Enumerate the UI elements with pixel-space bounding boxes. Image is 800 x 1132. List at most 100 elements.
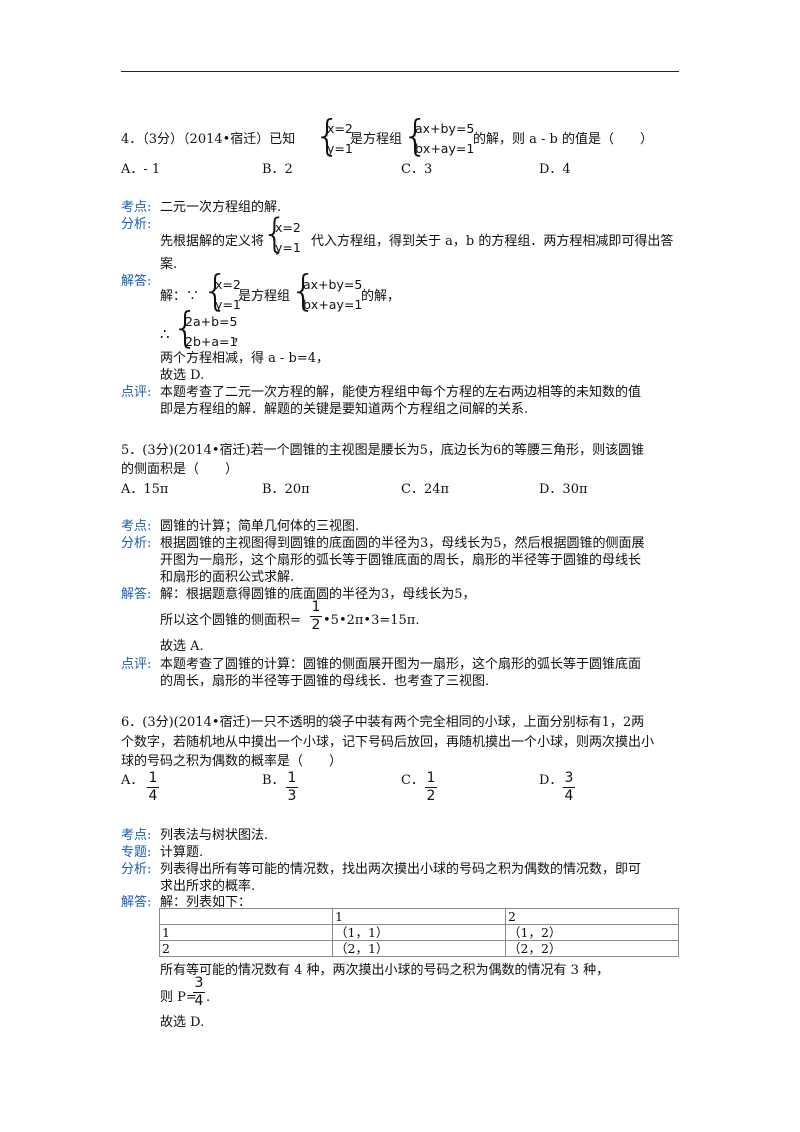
table-cell: （1，1） — [332, 924, 506, 941]
q4-sol-y: y=1 — [327, 141, 353, 156]
q6-option-b-fraction: 1 3 — [286, 771, 298, 804]
q4-option-a: A．- 1 — [121, 162, 161, 177]
q4-jieda-sol-y: y=1 — [215, 297, 241, 312]
q4-option-c: C．3 — [401, 162, 433, 177]
q5-choice: 故选 A. — [160, 639, 204, 654]
q4-jieda-end: 的解， — [361, 289, 401, 304]
q4-fenxi-brace: { — [262, 211, 288, 257]
q6-option-c-num: 1 — [426, 770, 436, 786]
q4-fenxi-sol-x: x=2 — [275, 220, 301, 235]
q5-fenxi-3: 和扇形的面积公式求解. — [160, 570, 295, 585]
table-cell: （1，2） — [505, 924, 679, 941]
q4-fenxi-sol-y: y=1 — [275, 240, 301, 255]
q4-stem-mid: 是方程组 — [350, 132, 403, 147]
q5-jieda-label: 解答: — [121, 587, 152, 602]
q4-fenxi-cont: 案. — [160, 257, 178, 272]
q6-p-start: 则 P= — [160, 990, 197, 1005]
table-cell — [159, 908, 333, 925]
q4-jieda-label: 解答: — [121, 274, 152, 289]
q6-option-a-letter: A． — [121, 773, 144, 788]
q5-dianping-2: 的周长，扇形的半径等于圆锥的母线长．也考查了三视图. — [160, 674, 490, 689]
q4-stem-end: 的解，则 a - b 的值是（ ） — [473, 132, 653, 147]
q4-jieda-eq-1: ax+by=5 — [303, 277, 363, 292]
q4-eq-1: ax+by=5 — [415, 121, 475, 136]
q6-option-c-fraction: 1 2 — [425, 771, 437, 804]
q6-fenxi-label: 分析: — [121, 862, 152, 877]
q6-option-a-num: 1 — [148, 770, 158, 786]
q4-option-b: B．2 — [262, 162, 293, 177]
q4-therefore: ∴ — [160, 325, 170, 343]
q6-p-fraction: 3 4 — [193, 976, 205, 1009]
q5-dianping-1: 本题考查了圆锥的计算：圆锥的侧面展开图为一扇形，这个扇形的弧长等于圆锥底面 — [160, 657, 642, 672]
q6-stem-2: 个数字，若随机地从中摸出一个小球，记下号码后放回，再随机摸出一个小球，则两次摸出… — [121, 735, 655, 750]
q6-option-d-num: 3 — [564, 770, 574, 786]
q6-fenxi-2: 求出所求的概率. — [160, 879, 256, 894]
q6-kaodian-label: 考点: — [121, 828, 152, 843]
q6-option-a-fraction: 1 4 — [147, 771, 159, 804]
q4-jieda-sol-brace: { — [202, 266, 229, 315]
header-rule — [121, 71, 679, 72]
q4-jieda-sol: x=2 y=1 — [215, 275, 241, 315]
q5-stem-2: 的侧面积是（ ） — [121, 462, 239, 477]
q5-option-a: A．15π — [121, 482, 169, 497]
q4-eq-brace: { — [402, 111, 429, 160]
q4-fenxi-start: 先根据解的定义将 — [160, 234, 265, 249]
q6-stem-1: 6．(3分)(2014•宿迁)一只不透明的袋子中装有两个完全相同的小球，上面分别… — [121, 715, 645, 730]
table-cell: 2 — [505, 908, 679, 925]
q4-derived-2: 2b+a=1 — [185, 334, 238, 349]
q5-option-c: C．24π — [401, 482, 450, 497]
q4-solution-system: x=2 y=1 — [327, 119, 353, 159]
q4-sol-x: x=2 — [327, 121, 353, 136]
q4-dianping-1: 本题考查了二元一次方程的解，能使方程组中每个方程的左右两边相等的未知数的值 — [160, 385, 642, 400]
q6-fenxi-1: 列表得出所有等可能的情况数，找出两次摸出小球的号码之积为偶数的情况数，即可 — [160, 862, 642, 877]
q6-choice: 故选 D. — [160, 1015, 205, 1030]
q5-kaodian-label: 考点: — [121, 519, 152, 534]
q4-jieda-eq-brace: { — [290, 266, 317, 315]
q5-kaodian: 圆锥的计算；简单几何体的三视图. — [160, 519, 360, 534]
q4-step1: 两个方程相减，得 a - b=4， — [160, 351, 330, 366]
q5-option-b: B．20π — [262, 482, 310, 497]
q6-zhuanti-label: 专题: — [121, 845, 152, 860]
q5-fenxi-1: 根据圆锥的主视图得到圆锥的底面圆的半径为3，母线长为5，然后根据圆锥的侧面展 — [160, 536, 645, 551]
q4-eq-2: bx+ay=1 — [415, 141, 475, 156]
q6-option-d-letter: D． — [539, 773, 563, 788]
table-cell: 1 — [332, 908, 506, 925]
q4-equation-system: ax+by=5 bx+ay=1 — [415, 119, 474, 159]
q4-kaodian: 二元一次方程组的解. — [160, 200, 282, 215]
q4-fenxi-sol: x=2 y=1 — [275, 218, 301, 258]
q4-step2: 故选 D. — [160, 368, 205, 383]
q6-option-b-num: 1 — [287, 770, 297, 786]
q6-option-b-den: 3 — [287, 788, 297, 804]
q4-jieda-sol-x: x=2 — [215, 277, 241, 292]
table-cell: （2，2） — [505, 940, 679, 957]
q4-fenxi-end: 代入方程组，得到关于 a，b 的方程组．两方程相减即可得出答 — [311, 234, 674, 249]
table-cell: 2 — [159, 940, 333, 957]
q6-kaodian: 列表法与树状图法. — [160, 828, 269, 843]
table-cell: 1 — [159, 924, 333, 941]
q6-jieda-label: 解答: — [121, 895, 152, 910]
q6-jieda: 解：列表如下： — [160, 895, 252, 910]
q6-p-num: 3 — [194, 975, 204, 991]
q6-option-d-fraction: 3 4 — [563, 771, 575, 804]
table-cell: （2，1） — [332, 940, 506, 957]
q5-stem-1: 5．(3分)(2014•宿迁)若一个圆锥的主视图是腰长为5，底边长为6的等腰三角… — [121, 443, 645, 458]
q4-derived-1: 2a+b=5 — [185, 314, 238, 329]
q4-kaodian-label: 考点: — [121, 200, 152, 215]
q5-fraction: 1 2 — [310, 600, 322, 633]
q4-dianping-label: 点评: — [121, 385, 152, 400]
q4-derived-system: 2a+b=5 2b+a=1 — [185, 312, 237, 352]
q6-zhuanti: 计算题. — [160, 845, 204, 860]
q5-jieda: 解：根据题意得圆锥的底面圆的半径为3，母线长为5， — [160, 587, 476, 602]
q4-sol-brace: { — [314, 111, 341, 160]
q6-after-table: 所有等可能的情况数有 4 种，两次摸出小球的号码之积为偶数的情况有 3 种， — [160, 963, 610, 978]
q5-fenxi-2: 开图为一扇形，这个扇形的弧长等于圆锥底面的周长，扇形的半径等于圆锥的母线长 — [160, 553, 642, 568]
q6-p-tail: . — [206, 990, 211, 1005]
q6-option-a-den: 4 — [148, 788, 158, 804]
q5-calc-start: 所以这个圆锥的侧面积= — [160, 613, 301, 628]
q6-option-c-den: 2 — [426, 788, 436, 804]
q4-option-d: D．4 — [539, 162, 571, 177]
q6-option-b-letter: B． — [262, 773, 285, 788]
table-row: 2 （2，1） （2，2） — [159, 940, 679, 957]
q5-calc-end: •5•2π•3=15π. — [323, 613, 420, 628]
q4-jieda-eq-2: bx+ay=1 — [303, 297, 363, 312]
